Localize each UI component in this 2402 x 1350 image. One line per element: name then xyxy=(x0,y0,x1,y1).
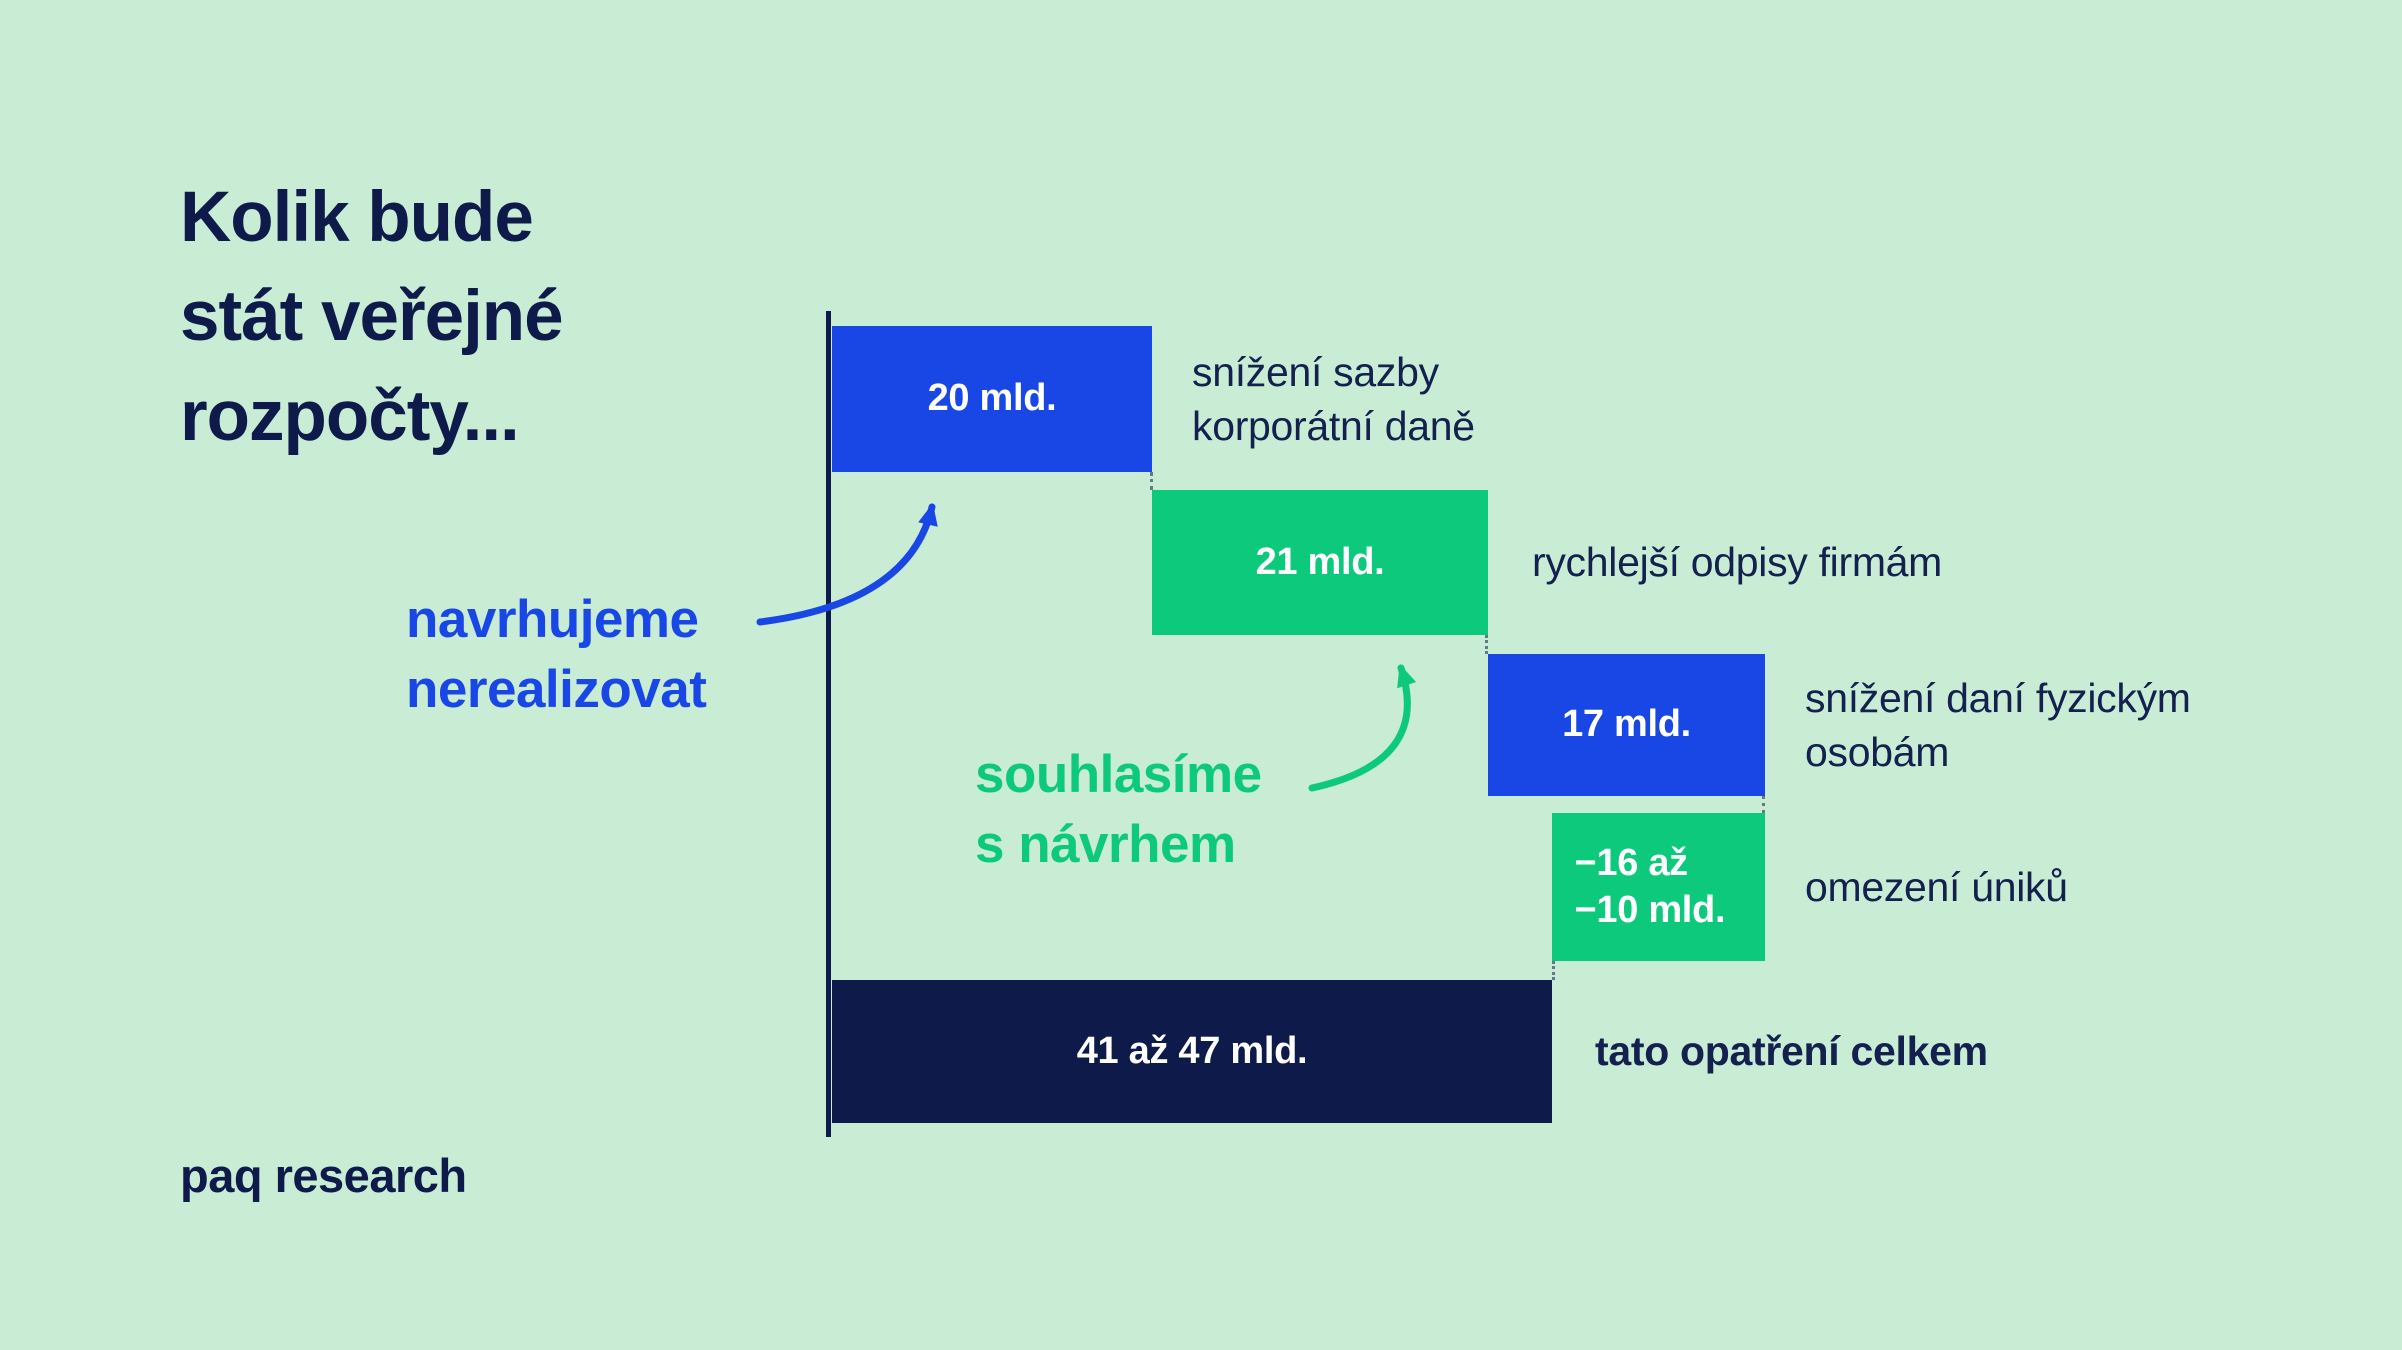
bar-corporate-tax-value: 20 mld. xyxy=(927,377,1057,420)
label-personal-tax-text: snížení daní fyzickým osobám xyxy=(1805,674,2191,775)
bar-depreciation: 21 mld. xyxy=(1152,490,1488,635)
label-total: tato opatření celkem xyxy=(1595,980,2155,1123)
label-leak-reduction: omezení úniků xyxy=(1805,813,2245,961)
annotation-agree-line-1: souhlasíme xyxy=(975,745,1262,804)
annotation-agree-line-2: s návrhem xyxy=(975,814,1236,874)
bar-total-value: 41 až 47 mld. xyxy=(1076,1029,1308,1072)
label-depreciation: rychlejší odpisy firmám xyxy=(1532,490,2072,635)
bar-leak-reduction-value: −16 až −10 mld. xyxy=(1574,841,1726,932)
axis-line xyxy=(826,311,831,1137)
page-title-line-3: rozpočty... xyxy=(180,376,520,456)
label-corporate-tax-text: snížení sazby korporátní daně xyxy=(1192,348,1475,449)
bar-corporate-tax: 20 mld. xyxy=(832,326,1152,472)
step-connector xyxy=(1150,472,1153,490)
label-depreciation-text: rychlejší odpisy firmám xyxy=(1532,539,1943,586)
annotation-agree: souhlasíme s návrhem xyxy=(975,740,1262,880)
page-title-line-1: Kolik bude xyxy=(180,178,534,257)
annotation-reject: navrhujeme nerealizovat xyxy=(406,585,707,725)
step-connector xyxy=(1762,796,1765,813)
step-connector xyxy=(1552,961,1555,980)
bar-depreciation-value: 21 mld. xyxy=(1255,540,1385,583)
bar-personal-tax-value: 17 mld. xyxy=(1562,703,1691,746)
arrow-agree xyxy=(1308,664,1417,792)
label-personal-tax: snížení daní fyzickým osobám xyxy=(1805,654,2215,796)
annotation-reject-line-1: navrhujeme xyxy=(406,590,699,649)
step-connector xyxy=(1485,635,1488,654)
label-corporate-tax: snížení sazby korporátní daně xyxy=(1192,326,1562,472)
bar-total: 41 až 47 mld. xyxy=(832,980,1552,1123)
brand-logo: paq research xyxy=(180,1149,467,1202)
bar-leak-reduction: −16 až −10 mld. xyxy=(1552,813,1765,961)
page-title: Kolik bude stát veřejné rozpočty... xyxy=(180,168,564,466)
arrow-reject xyxy=(756,503,938,626)
annotation-reject-line-2: nerealizovat xyxy=(406,659,707,719)
label-total-text: tato opatření celkem xyxy=(1595,1028,1988,1075)
bar-personal-tax: 17 mld. xyxy=(1488,654,1765,796)
page-title-line-2: stát veřejné xyxy=(180,277,564,357)
label-leak-reduction-text: omezení úniků xyxy=(1805,863,2068,910)
